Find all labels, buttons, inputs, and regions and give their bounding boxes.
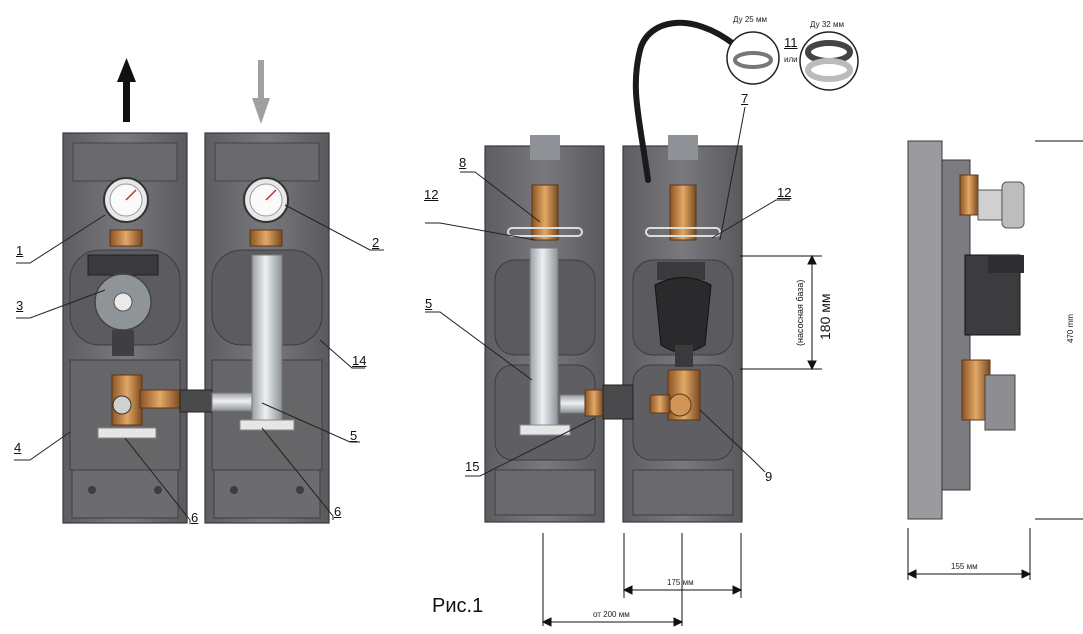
- dim-470: 470 mm: [1066, 314, 1075, 343]
- label-11: 11: [784, 35, 798, 50]
- gasket-dn25-label: Ду 25 мм: [733, 15, 767, 24]
- label-2: 2: [372, 235, 380, 250]
- leader-lines: [14, 106, 790, 524]
- label-14: 14: [352, 353, 367, 368]
- mixing-valve: [97, 374, 181, 439]
- mid-housing-left: [484, 145, 605, 523]
- label-5-left: 5: [350, 428, 358, 443]
- label-9: 9: [765, 469, 773, 484]
- label-6-left: 6: [191, 510, 199, 525]
- gasket-or-label: или: [784, 55, 798, 64]
- label-15: 15: [465, 459, 480, 474]
- label-8: 8: [459, 155, 467, 170]
- label-12-right: 12: [777, 185, 792, 200]
- label-7: 7: [741, 91, 749, 106]
- circulation-pump: [87, 254, 159, 356]
- label-12-left: 12: [424, 187, 439, 202]
- dim-175: 175 мм: [667, 578, 694, 587]
- bypass-connector: [179, 389, 253, 413]
- mixing-valve-mid: [649, 369, 701, 421]
- dim-155: 155 мм: [951, 562, 978, 571]
- dimension-lines: [541, 140, 1083, 627]
- mid-top-stub-right: [668, 135, 698, 160]
- label-5-mid: 5: [425, 296, 433, 311]
- pump-cable: [632, 19, 738, 183]
- label-4: 4: [14, 440, 22, 455]
- ball-valve-left: [507, 184, 583, 241]
- mid-bypass: [559, 384, 634, 420]
- thermometer-return: [243, 177, 289, 247]
- dim-180: 180 мм: [817, 293, 833, 341]
- gasket-dn32-label: Ду 32 мм: [810, 20, 844, 29]
- gasket-dn25: [726, 31, 780, 85]
- flow-in-arrow: [252, 60, 270, 124]
- pump-motor: [654, 262, 712, 367]
- figure-caption: Рис.1: [432, 595, 484, 617]
- thermometer-supply: [103, 177, 149, 247]
- label-3: 3: [16, 298, 24, 313]
- side-view: [907, 140, 1025, 520]
- mid-top-stub-left: [530, 135, 560, 160]
- dim-from-200: от 200 мм: [593, 610, 630, 619]
- pump-base-note: (насосная база): [795, 279, 805, 346]
- flow-out-arrow: [117, 58, 136, 122]
- label-6-right: 6: [334, 504, 342, 519]
- label-1: 1: [16, 243, 24, 258]
- return-pipe: [239, 254, 295, 431]
- pipe-cap: [519, 424, 571, 436]
- straight-pipe: [529, 247, 559, 434]
- gasket-dn32: [799, 31, 859, 91]
- ball-valve-right: [645, 184, 721, 241]
